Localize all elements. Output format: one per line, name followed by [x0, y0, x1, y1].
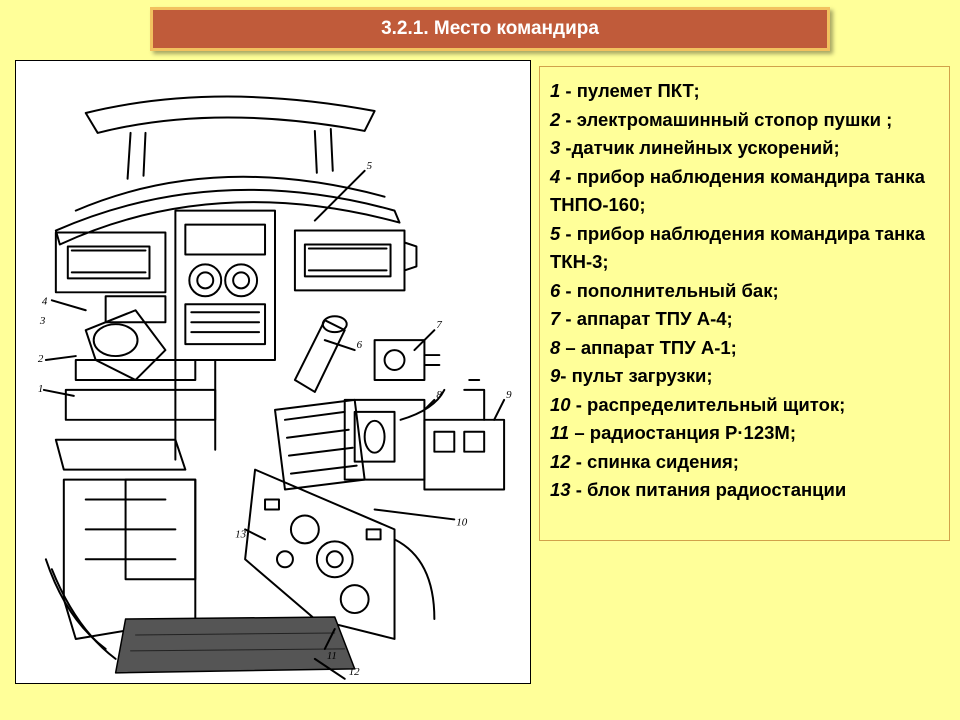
- legend-item: 7 - аппарат ТПУ А-4;: [550, 308, 733, 329]
- legend-item: 5 - прибор наблюдения командира танка ТК…: [550, 222, 925, 273]
- callout-8: 8: [436, 389, 442, 401]
- tkn3-sight: [174, 209, 276, 362]
- accel-sensor: [104, 295, 167, 324]
- distribution-panel: [273, 398, 366, 491]
- seat-back: [114, 616, 356, 674]
- callout-9: 9: [506, 389, 512, 401]
- legend-item: 11 – радиостанция Р·123М;: [550, 422, 796, 443]
- periscope-left: [54, 231, 167, 294]
- power-block-13: [124, 478, 197, 581]
- observation-tube: [293, 319, 346, 393]
- machine-gun: [74, 359, 197, 381]
- callout-11: 11: [327, 650, 337, 662]
- cable: [393, 538, 436, 621]
- callout-12: 12: [349, 666, 360, 678]
- radio-station: [244, 468, 396, 640]
- callout-6: 6: [357, 339, 363, 351]
- title-banner: 3.2.1. Место командира: [150, 7, 830, 51]
- callout-10: 10: [456, 516, 467, 528]
- callout-3: 3: [39, 315, 46, 327]
- callout-1: 1: [38, 383, 43, 395]
- callout-13: 13: [235, 528, 246, 540]
- callout-5: 5: [367, 160, 373, 172]
- turret-curve: [54, 188, 401, 246]
- technical-drawing-frame: 1 2 3 4 5 6 7 8 9 10 11 12 13: [15, 60, 531, 684]
- top-arch-leg-left: [126, 131, 147, 180]
- slide-title: 3.2.1. Место командира: [381, 18, 599, 39]
- legend-item: 8 – аппарат ТПУ А-1;: [550, 336, 737, 358]
- legend-item: 3 -датчик линейных ускорений;: [550, 137, 840, 158]
- legend-item: 10 - распределительный щиток;: [550, 393, 846, 415]
- legend-item: 4 - прибор наблюдения командира танка ТН…: [550, 165, 925, 216]
- callout-4: 4: [42, 295, 48, 307]
- legend-box: 1 - пулемет ПКТ; 2 - электромашинный сто…: [539, 66, 950, 541]
- loading-console: [423, 418, 506, 491]
- legend-item: 6 - пополнительный бак;: [550, 279, 779, 301]
- top-arch-leg-right: [313, 127, 334, 174]
- callout-7: 7: [436, 319, 442, 331]
- tpu-a4: [373, 339, 426, 381]
- legend-item: 9- пульт загрузки;: [550, 365, 713, 386]
- legend-item: 2 - электромашинный стопор пушки ;: [550, 108, 893, 130]
- commander-station-drawing: 1 2 3 4 5 6 7 8 9 10 11 12 13: [38, 95, 512, 680]
- legend-item: 1 - пулемет ПКТ;: [550, 80, 700, 101]
- cannon-stopper: [84, 309, 167, 381]
- legend-item: 13 - блок питания радиостанции: [550, 479, 847, 500]
- callout-2: 2: [38, 353, 44, 365]
- legend-item: 12 - спинка сидения;: [550, 450, 739, 472]
- top-arch: [84, 95, 376, 134]
- periscope-right: [293, 229, 406, 292]
